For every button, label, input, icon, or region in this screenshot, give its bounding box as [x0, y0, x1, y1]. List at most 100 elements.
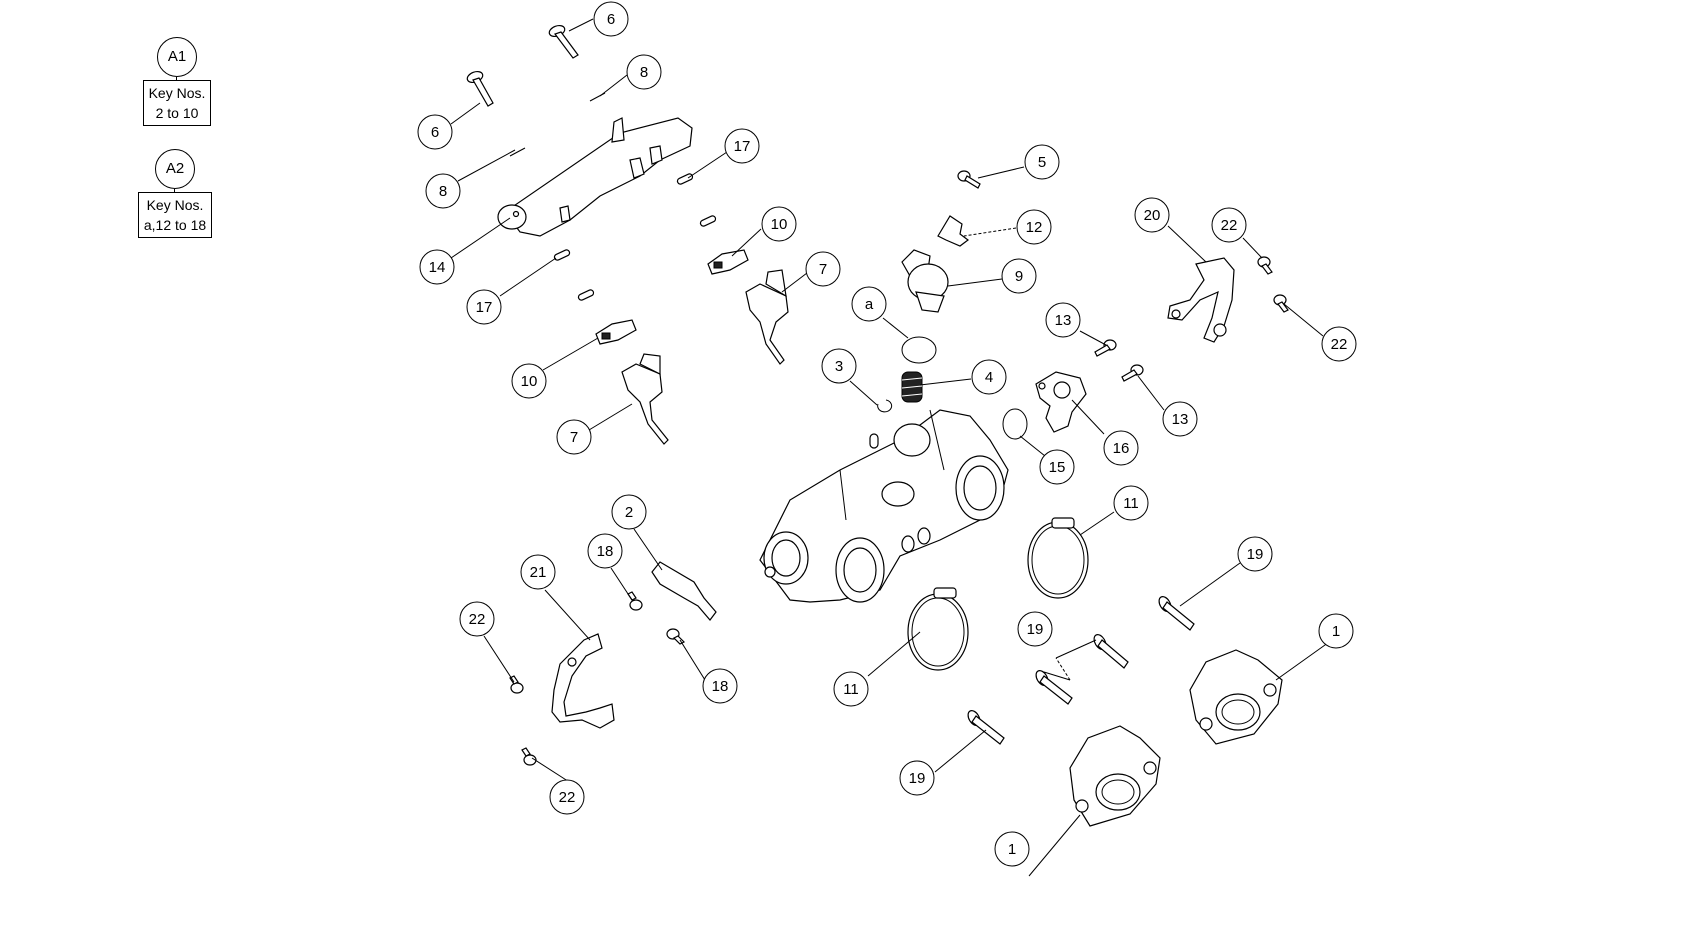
key-group-a2-id: A2	[155, 149, 195, 189]
screw-6-upper	[548, 24, 579, 59]
svg-text:18: 18	[597, 543, 614, 560]
bracket-21	[551, 633, 615, 729]
svg-text:21: 21	[530, 564, 547, 581]
clip-10-lower	[595, 319, 637, 345]
callout-18-upper: 18	[587, 533, 623, 569]
callout-10-lower: 10	[511, 363, 547, 399]
key-group-a1-line2: 2 to 10	[155, 105, 199, 121]
callout-2: 2	[611, 494, 647, 530]
svg-text:22: 22	[1331, 336, 1348, 353]
callout-22-left: 22	[459, 601, 495, 637]
screw-5	[957, 170, 981, 189]
callout-8-lower: 8	[425, 173, 461, 209]
key-group-a1-box: Key Nos. 2 to 10	[143, 80, 211, 126]
callout-7-upper: 7	[805, 251, 841, 287]
callout-6-upper: 6	[593, 1, 629, 37]
leader-lines	[450, 18, 1333, 877]
callout-21: 21	[520, 554, 556, 590]
svg-text:22: 22	[469, 611, 486, 628]
svg-text:16: 16	[1113, 440, 1130, 457]
screw-13-lower	[1121, 364, 1144, 382]
svg-text:14: 14	[429, 259, 446, 276]
svg-text:8: 8	[439, 183, 447, 200]
key-group-a2-connector	[174, 189, 175, 192]
key-group-a1-line1: Key Nos.	[148, 85, 206, 101]
svg-text:17: 17	[476, 299, 493, 316]
circlip-3	[877, 399, 893, 413]
svg-text:2: 2	[625, 504, 633, 521]
svg-text:19: 19	[1247, 546, 1264, 563]
clip-10-upper	[707, 249, 749, 275]
callout-15: 15	[1039, 449, 1075, 485]
sensor-9	[901, 249, 949, 313]
pin-17-lower	[553, 249, 571, 261]
svg-text:8: 8	[640, 64, 648, 81]
svg-text:17: 17	[734, 138, 751, 155]
svg-text:22: 22	[1221, 217, 1238, 234]
svg-text:6: 6	[607, 11, 615, 28]
callout-19-right: 19	[1237, 536, 1273, 572]
bolt-19-b	[1093, 634, 1129, 669]
bracket-20	[1167, 257, 1235, 343]
callout-13-lower: 13	[1162, 401, 1198, 437]
key-group-a2-line2: a,12 to 18	[143, 217, 207, 233]
screw-22-a	[1257, 256, 1273, 275]
callout-4: 4	[971, 359, 1007, 395]
svg-text:7: 7	[570, 429, 578, 446]
callout-8-upper: 8	[626, 54, 662, 90]
bolt-19-a	[1158, 596, 1195, 631]
injector-7-lower	[621, 353, 669, 445]
callout-11-upper: 11	[1113, 485, 1149, 521]
screw-22-d	[521, 747, 537, 766]
pin-8-lower	[509, 147, 526, 157]
callout-5: 5	[1024, 144, 1060, 180]
svg-text:3: 3	[835, 358, 843, 375]
key-group-a2-box: Key Nos. a,12 to 18	[138, 192, 212, 238]
svg-text:9: 9	[1015, 268, 1023, 285]
svg-text:13: 13	[1055, 312, 1072, 329]
svg-text:a: a	[865, 296, 874, 313]
pin-17-lower2	[577, 289, 595, 301]
screw-13-upper	[1094, 339, 1117, 357]
callout-3: 3	[821, 348, 857, 384]
callout-17-lower: 17	[466, 289, 502, 325]
svg-text:6: 6	[431, 124, 439, 141]
throttle-body	[759, 409, 1009, 603]
callout-1-upper: 1	[1318, 613, 1354, 649]
callout-11-lower: 11	[833, 671, 869, 707]
clamp-11-upper	[1027, 517, 1089, 599]
svg-text:18: 18	[712, 678, 729, 695]
injector-7-upper	[745, 269, 789, 365]
screw-22-b	[1273, 294, 1289, 313]
pin-17-upper	[676, 173, 694, 185]
callout-a: a	[851, 286, 887, 322]
intake-manifold-1-lower	[1069, 725, 1161, 827]
o-ring-15	[1002, 408, 1028, 440]
svg-text:4: 4	[985, 369, 993, 386]
svg-text:13: 13	[1172, 411, 1189, 428]
callout-22-upper: 22	[1211, 207, 1247, 243]
callout-16: 16	[1103, 430, 1139, 466]
callout-20: 20	[1134, 197, 1170, 233]
callout-7-lower: 7	[556, 419, 592, 455]
callout-13-upper: 13	[1045, 302, 1081, 338]
callout-22-right: 22	[1321, 326, 1357, 362]
fuel-rail-14	[497, 117, 693, 237]
svg-text:19: 19	[909, 770, 926, 787]
callout-17-upper: 17	[724, 128, 760, 164]
key-group-a1-id: A1	[157, 37, 197, 77]
sensor-16	[1035, 371, 1087, 433]
callout-1-lower: 1	[994, 831, 1030, 867]
svg-text:7: 7	[819, 261, 827, 278]
callout-18-lower: 18	[702, 668, 738, 704]
screw-22-c	[509, 675, 524, 694]
callout-14: 14	[419, 249, 455, 285]
svg-text:15: 15	[1049, 459, 1066, 476]
key-group-a1-connector	[176, 77, 177, 80]
callout-12: 12	[1016, 209, 1052, 245]
callout-6-lower: 6	[417, 114, 453, 150]
callout-19-mid: 19	[1017, 611, 1053, 647]
svg-text:10: 10	[771, 216, 788, 233]
callout-9: 9	[1001, 258, 1037, 294]
